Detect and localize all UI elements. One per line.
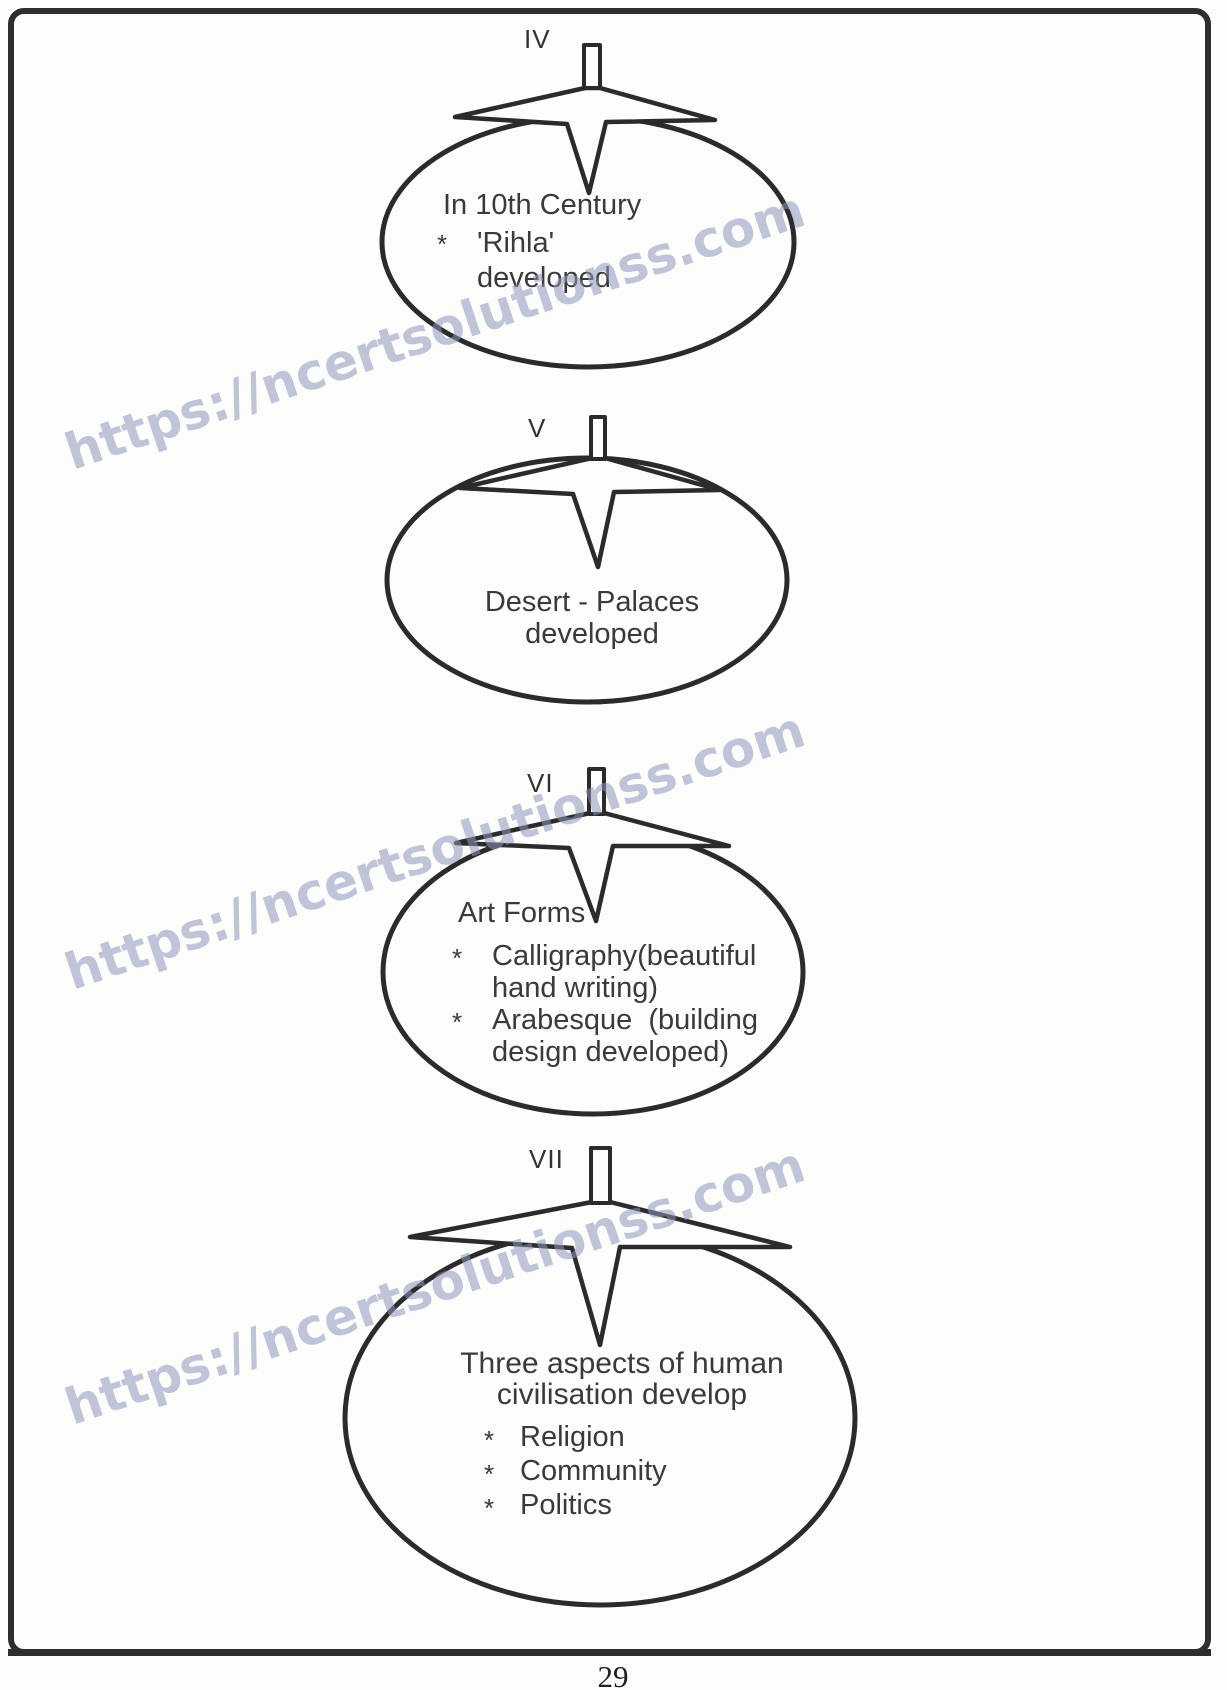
bubble-vii-list: * Religion * Community * Politics [484,1422,667,1524]
bubble-vi-shape [380,767,806,1117]
list-item-text: Community [520,1455,667,1487]
list-item: * Arabesque (building design developed) [452,1004,758,1068]
list-item-text: Arabesque (building design developed) [492,1004,759,1068]
stem-iv [582,43,602,90]
list-item-text: Politics [520,1489,612,1521]
bullet-marker: * [452,1007,463,1037]
stem-vi [587,767,606,816]
list-item-text: 'Rihla' developed [477,227,611,294]
list-item: * Religion [484,1422,667,1456]
bullet-marker: * [484,1493,495,1523]
bubble-iv-list: * 'Rihla' developed [437,226,611,296]
bubble-iv-numeral: IV [524,24,551,54]
list-item: * 'Rihla' developed [437,226,611,296]
list-item: * Community [484,1456,667,1490]
bullet-marker: * [452,943,463,973]
page-number: 29 [597,1659,629,1690]
list-item-text: Religion [520,1421,625,1453]
list-item-text: Calligraphy(beautiful hand writing) [492,940,757,1004]
bullet-marker: * [484,1459,495,1489]
page-border-bottom [8,1649,1211,1656]
bubble-vii-shape [342,1146,858,1608]
list-item: * Calligraphy(beautiful hand writing) [452,940,758,1004]
bubble-vii-numeral: VII [529,1144,564,1174]
bubble-vi-numeral: VI [527,768,554,798]
bubble-v-shape [384,415,790,705]
list-item: * Politics [484,1490,667,1524]
calyx-vii [407,1199,793,1348]
bubble-v-numeral: V [528,413,547,443]
bubble-vii-heading: Three aspects of human civilisation deve… [460,1347,784,1411]
bubble-iv-shape [379,43,797,370]
bubble-vi-heading: Art Forms [458,897,586,929]
calyx-iv [452,85,718,196]
bubble-v-heading: Desert - Palaces developed [484,586,700,650]
calyx-vi [453,810,732,924]
calyx-v [457,455,723,570]
bubble-iv-heading: In 10th Century [443,189,642,221]
bubble-vi-list: * Calligraphy(beautiful hand writing) * … [452,940,758,1068]
bullet-marker: * [484,1425,495,1455]
bullet-marker: * [437,229,448,259]
stem-v [589,415,607,461]
stem-vii [589,1146,612,1205]
